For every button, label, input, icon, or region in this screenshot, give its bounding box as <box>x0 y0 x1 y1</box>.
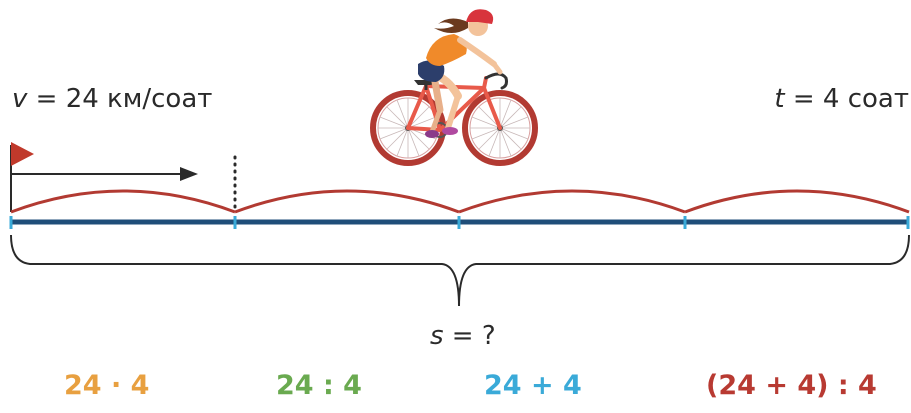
speed-var: v <box>12 84 27 114</box>
speed-value: = 24 км/соат <box>27 84 212 114</box>
handlebar <box>486 74 507 88</box>
segment-arc <box>459 191 685 212</box>
answer-option-4[interactable]: (24 + 4) : 4 <box>706 372 877 399</box>
flag-icon <box>11 142 34 212</box>
segment-arcs <box>11 191 909 212</box>
distance-var: s <box>430 321 444 351</box>
answer-option-2[interactable]: 24 : 4 <box>276 372 362 399</box>
time-var: t <box>774 84 784 114</box>
helmet <box>466 9 493 24</box>
time-value: = 4 соат <box>785 84 909 114</box>
distance-value: = ? <box>444 321 496 351</box>
answer-option-3[interactable]: 24 + 4 <box>484 372 582 399</box>
brace <box>11 235 909 306</box>
answer-option-1[interactable]: 24 · 4 <box>64 372 149 399</box>
cyclist-icon <box>373 9 535 163</box>
distance-label: s = ? <box>430 323 496 349</box>
segment-arc <box>235 191 459 212</box>
arrow-icon <box>11 167 198 181</box>
segment-arc <box>11 191 235 212</box>
segment-arc <box>685 191 909 212</box>
ponytail <box>434 18 468 33</box>
time-label: t = 4 соат <box>774 86 909 112</box>
speed-label: v = 24 км/соат <box>12 86 212 112</box>
